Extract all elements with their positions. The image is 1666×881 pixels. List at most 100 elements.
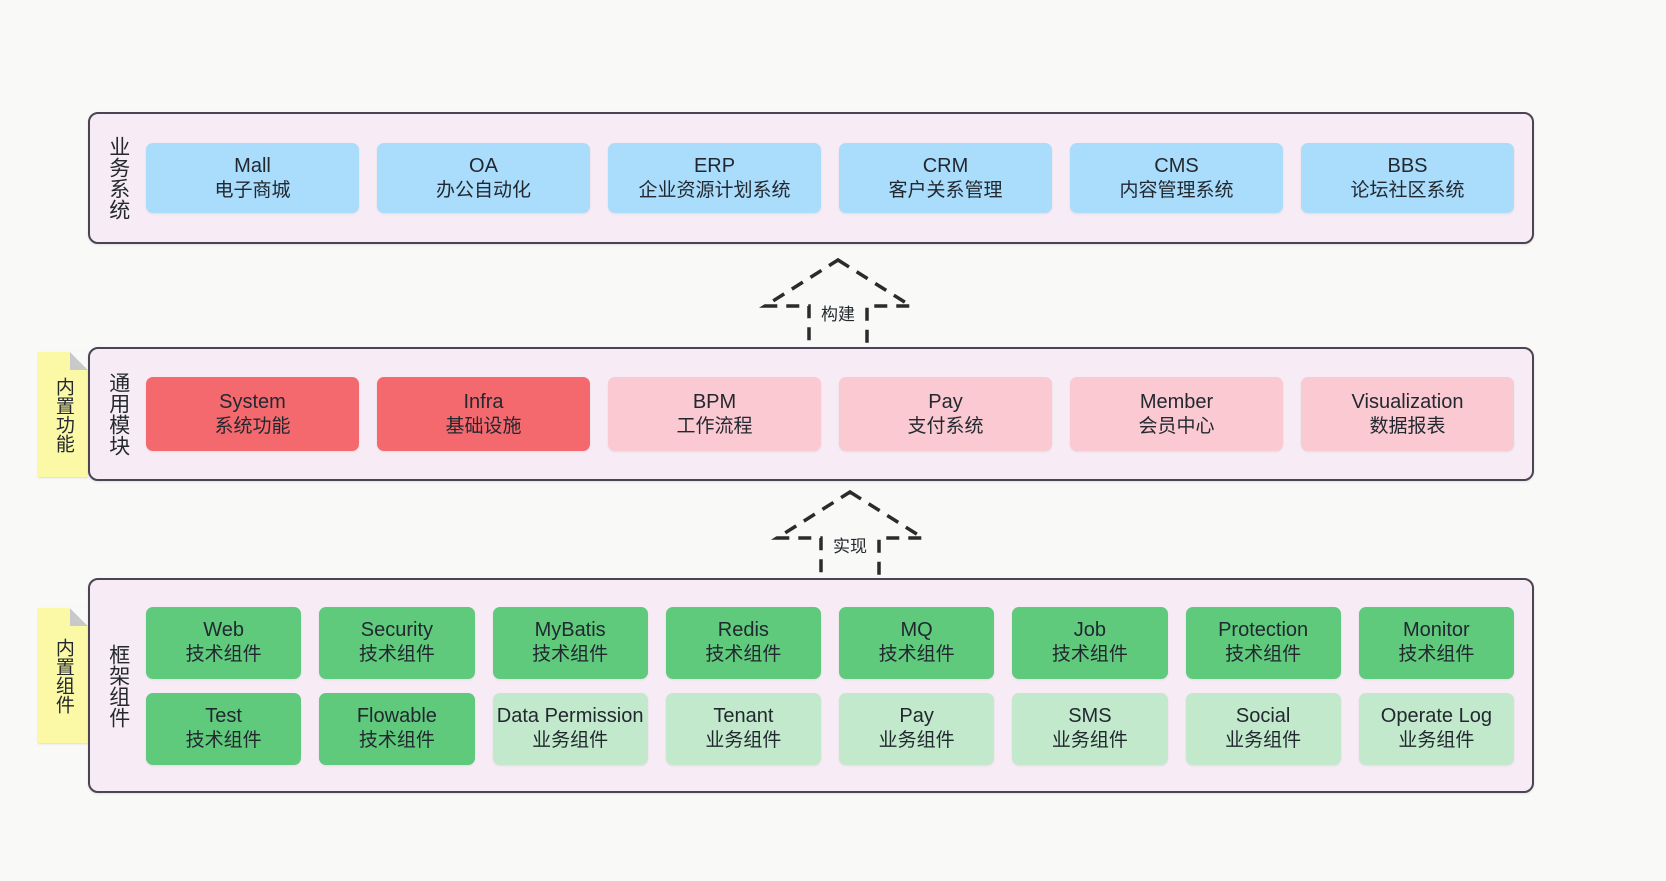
node-bbs[interactable]: BBS 论坛社区系统 (1301, 143, 1514, 213)
node-pay-business[interactable]: Pay 业务组件 (839, 692, 995, 765)
connector-label-implement: 实现 (833, 537, 867, 556)
node-member[interactable]: Member 会员中心 (1070, 377, 1283, 451)
node-title-cn: 业务组件 (1225, 730, 1302, 752)
node-visualization[interactable]: Visualization 数据报表 (1301, 377, 1514, 451)
node-title-en: Flowable (356, 705, 437, 728)
node-data-permission[interactable]: Data Permission 业务组件 (492, 692, 648, 765)
node-title-cn: 客户关系管理 (888, 179, 1003, 201)
node-crm[interactable]: CRM 客户关系管理 (839, 143, 1052, 213)
node-title-cn: 业务组件 (532, 730, 609, 752)
node-title-en: BBS (1387, 154, 1428, 177)
node-mall[interactable]: Mall 电子商城 (146, 143, 359, 213)
node-title-en: Job (1073, 619, 1106, 642)
node-security[interactable]: Security 技术组件 (319, 606, 475, 679)
node-cms[interactable]: CMS 内容管理系统 (1070, 143, 1283, 213)
node-row: System 系统功能 Infra 基础设施 BPM 工作流程 Pay 支付系统… (146, 377, 1514, 451)
node-mybatis[interactable]: MyBatis 技术组件 (492, 606, 648, 679)
node-title-cn: 办公自动化 (435, 179, 531, 201)
node-title-cn: 会员中心 (1138, 415, 1215, 437)
node-title-en: Web (203, 619, 244, 642)
node-title-en: ERP (693, 154, 736, 177)
node-title-cn: 技术组件 (1051, 644, 1128, 666)
layer-body-framework: Web 技术组件 Security 技术组件 MyBatis 技术组件 Redi… (146, 580, 1532, 791)
sticky-note-builtin-functions: 内置功能 (38, 352, 88, 477)
node-title-en: Protection (1218, 619, 1309, 642)
node-row: Mall 电子商城 OA 办公自动化 ERP 企业资源计划系统 CRM 客户关系… (146, 143, 1514, 213)
node-title-cn: 技术组件 (185, 730, 262, 752)
node-title-cn: 业务组件 (1398, 730, 1475, 752)
node-title-en: Member (1139, 390, 1214, 413)
node-row: Test 技术组件 Flowable 技术组件 Data Permission … (146, 692, 1514, 765)
node-title-cn: 技术组件 (532, 644, 609, 666)
node-redis[interactable]: Redis 技术组件 (665, 606, 821, 679)
node-infra[interactable]: Infra 基础设施 (377, 377, 590, 451)
node-title-cn: 技术组件 (878, 644, 955, 666)
node-title-cn: 基础设施 (445, 415, 522, 437)
node-title-en: MyBatis (534, 619, 606, 642)
node-test[interactable]: Test 技术组件 (146, 692, 302, 765)
sticky-note-label: 内置功能 (52, 376, 74, 453)
node-title-en: System (219, 390, 286, 413)
layer-framework-components[interactable]: 框架组件 Web 技术组件 Security 技术组件 MyBatis 技术组件… (88, 578, 1534, 793)
sticky-note-label: 内置组件 (52, 637, 74, 714)
node-title-cn: 业务组件 (878, 730, 955, 752)
node-title-en: Infra (463, 390, 504, 413)
node-oa[interactable]: OA 办公自动化 (377, 143, 590, 213)
node-title-en: Social (1235, 705, 1291, 728)
node-title-en: Test (205, 705, 242, 728)
node-job[interactable]: Job 技术组件 (1012, 606, 1168, 679)
node-title-cn: 技术组件 (358, 644, 435, 666)
node-title-en: Tenant (713, 705, 774, 728)
node-title-en: CMS (1154, 154, 1199, 177)
layer-title-framework: 框架组件 (106, 643, 130, 728)
node-title-cn: 支付系统 (907, 415, 984, 437)
node-web[interactable]: Web 技术组件 (146, 606, 302, 679)
node-title-cn: 技术组件 (1225, 644, 1302, 666)
node-social[interactable]: Social 业务组件 (1185, 692, 1341, 765)
layer-body-business: Mall 电子商城 OA 办公自动化 ERP 企业资源计划系统 CRM 客户关系… (146, 114, 1532, 242)
node-title-cn: 数据报表 (1369, 415, 1446, 437)
connector-build-arrow: 构建 (758, 257, 918, 352)
node-pay[interactable]: Pay 支付系统 (839, 377, 1052, 451)
layer-business-system[interactable]: 业务系统 Mall 电子商城 OA 办公自动化 ERP 企业资源计划系统 CRM… (88, 112, 1534, 244)
node-sms[interactable]: SMS 业务组件 (1012, 692, 1168, 765)
layer-title-modules: 通用模块 (106, 372, 130, 456)
node-erp[interactable]: ERP 企业资源计划系统 (608, 143, 821, 213)
node-system[interactable]: System 系统功能 (146, 377, 359, 451)
node-title-en: Pay (899, 705, 934, 728)
node-title-cn: 业务组件 (1051, 730, 1128, 752)
node-title-cn: 论坛社区系统 (1350, 179, 1465, 201)
node-title-cn: 技术组件 (185, 644, 262, 666)
node-row: Web 技术组件 Security 技术组件 MyBatis 技术组件 Redi… (146, 606, 1514, 679)
layer-body-modules: System 系统功能 Infra 基础设施 BPM 工作流程 Pay 支付系统… (146, 349, 1532, 479)
node-title-cn: 技术组件 (1398, 644, 1475, 666)
node-flowable[interactable]: Flowable 技术组件 (319, 692, 475, 765)
layer-title-business: 业务系统 (106, 136, 130, 220)
node-protection[interactable]: Protection 技术组件 (1185, 606, 1341, 679)
node-title-cn: 工作流程 (676, 415, 753, 437)
node-operate-log[interactable]: Operate Log 业务组件 (1358, 692, 1514, 765)
node-title-en: BPM (692, 390, 737, 413)
node-title-cn: 技术组件 (358, 730, 435, 752)
node-title-cn: 内容管理系统 (1119, 179, 1234, 201)
node-title-en: Data Permission (496, 705, 644, 728)
sticky-note-builtin-components: 内置组件 (38, 608, 88, 743)
node-title-en: Monitor (1403, 619, 1470, 642)
layer-common-modules[interactable]: 通用模块 System 系统功能 Infra 基础设施 BPM 工作流程 Pay… (88, 347, 1534, 481)
node-monitor[interactable]: Monitor 技术组件 (1358, 606, 1514, 679)
node-tenant[interactable]: Tenant 业务组件 (665, 692, 821, 765)
node-title-cn: 系统功能 (214, 415, 291, 437)
node-title-en: CRM (922, 154, 969, 177)
node-title-en: Operate Log (1380, 705, 1492, 728)
node-title-en: Visualization (1351, 390, 1464, 413)
node-title-cn: 企业资源计划系统 (638, 179, 791, 201)
connector-label-build: 构建 (821, 305, 855, 324)
node-title-en: Pay (928, 390, 963, 413)
node-mq[interactable]: MQ 技术组件 (839, 606, 995, 679)
node-title-en: SMS (1068, 705, 1112, 728)
node-bpm[interactable]: BPM 工作流程 (608, 377, 821, 451)
node-title-en: Mall (234, 154, 271, 177)
node-title-en: MQ (900, 619, 933, 642)
node-title-en: Redis (717, 619, 769, 642)
